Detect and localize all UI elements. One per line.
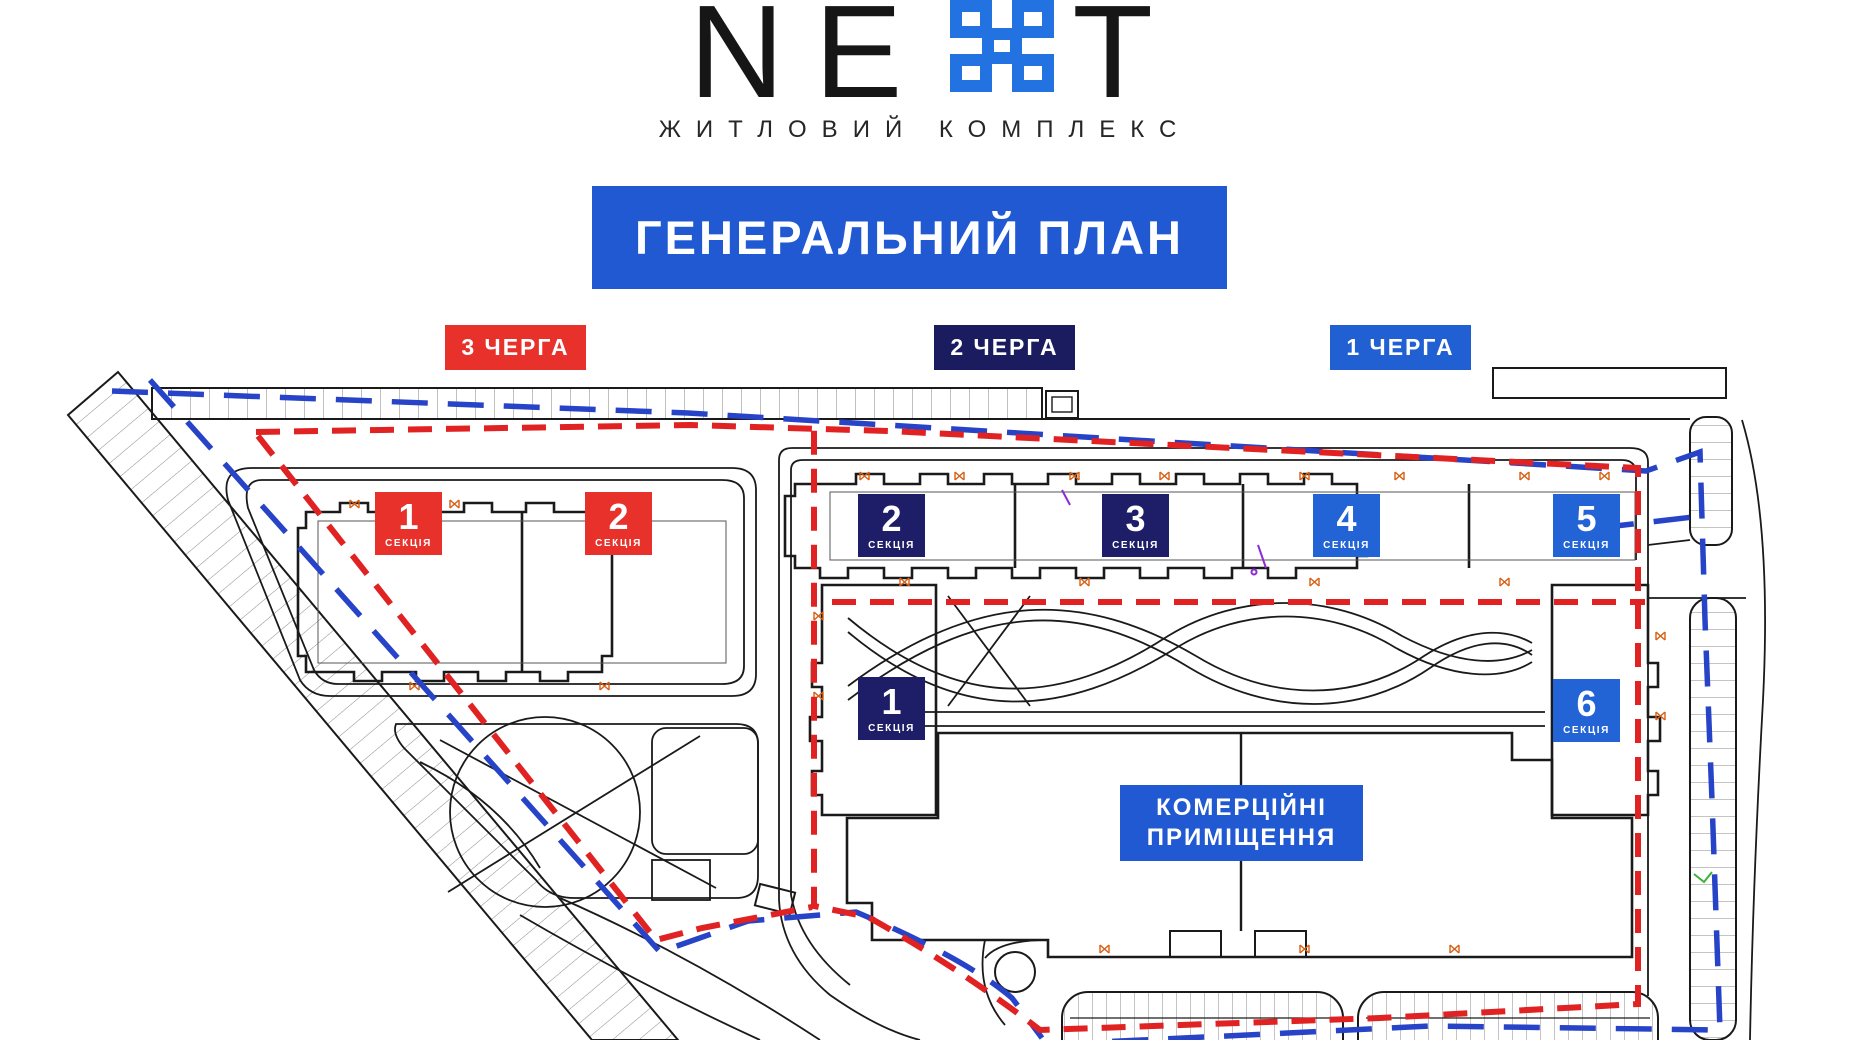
utility-mark-green (1693, 871, 1713, 884)
park-area (394, 716, 759, 908)
commercial-premises-banner[interactable]: КОМЕРЦІЙНІ ПРИМІЩЕННЯ (1120, 785, 1363, 861)
page-title: ГЕНЕРАЛЬНИЙ ПЛАН (592, 186, 1227, 289)
logo-text-left: NE (688, 0, 933, 125)
section-badge-p3-2[interactable]: 2 СЕКЦІЯ (585, 492, 652, 555)
section-caption: СЕКЦІЯ (868, 722, 915, 734)
logo: NE T (689, 0, 1161, 118)
utility-marks-purple (1061, 489, 1267, 576)
park-pavilion (651, 859, 711, 901)
section-badge-p1-5[interactable]: 5 СЕКЦІЯ (1553, 494, 1620, 557)
boundary-red-line (255, 421, 1645, 1034)
logo-text-right: T (1072, 0, 1162, 125)
commercial-banner-line1: КОМЕРЦІЙНІ (1156, 794, 1327, 821)
park-circle (449, 716, 641, 908)
logo-subtitle: ЖИТЛОВИЙ КОМПЛЕКС (658, 116, 1192, 143)
section-badge-p2-1[interactable]: 1 СЕКЦІЯ (858, 677, 925, 740)
section-number: 1 (398, 495, 419, 537)
phase3-road-loop (225, 467, 757, 697)
section-badge-p1-6[interactable]: 6 СЕКЦІЯ (1553, 679, 1620, 742)
section-number: 4 (1336, 497, 1357, 539)
section-badge-p2-2[interactable]: 2 СЕКЦІЯ (858, 494, 925, 557)
section-caption: СЕКЦІЯ (385, 537, 432, 549)
north-building-row (783, 472, 1636, 580)
courtyard-paths (847, 595, 1545, 727)
knot-x-icon (950, 0, 1055, 97)
section-caption: СЕКЦІЯ (1323, 539, 1370, 551)
section6-building (1550, 583, 1662, 817)
section-caption: СЕКЦІЯ (868, 539, 915, 551)
section-number: 2 (608, 495, 629, 537)
section-number: 6 (1576, 682, 1597, 724)
section-caption: СЕКЦІЯ (1563, 539, 1610, 551)
section-caption: СЕКЦІЯ (1563, 724, 1610, 736)
roundabout (994, 951, 1036, 993)
phase-badge-2[interactable]: 2 ЧЕРГА (934, 325, 1075, 370)
section-number: 5 (1576, 497, 1597, 539)
section-number: 1 (881, 680, 902, 722)
substation (1045, 390, 1079, 419)
west-diagonal-parking (66, 370, 680, 1040)
section-number: 3 (1125, 497, 1146, 539)
phase3-building (296, 501, 727, 683)
section-badge-p1-4[interactable]: 4 СЕКЦІЯ (1313, 494, 1380, 557)
north-east-lot (1492, 367, 1727, 399)
commercial-banner-line2: ПРИМІЩЕННЯ (1146, 824, 1337, 851)
section-badge-p2-3[interactable]: 3 СЕКЦІЯ (1102, 494, 1169, 557)
section-number: 2 (881, 497, 902, 539)
phase-badge-3[interactable]: 3 ЧЕРГА (445, 325, 586, 370)
section-badge-p3-1[interactable]: 1 СЕКЦІЯ (375, 492, 442, 555)
section-caption: СЕКЦІЯ (595, 537, 642, 549)
plan-linework (66, 367, 1766, 1040)
phase-badge-1[interactable]: 1 ЧЕРГА (1330, 325, 1471, 370)
north-parking-strip (151, 387, 1690, 420)
south-parking-lots (981, 939, 1659, 1040)
section-caption: СЕКЦІЯ (1112, 539, 1159, 551)
